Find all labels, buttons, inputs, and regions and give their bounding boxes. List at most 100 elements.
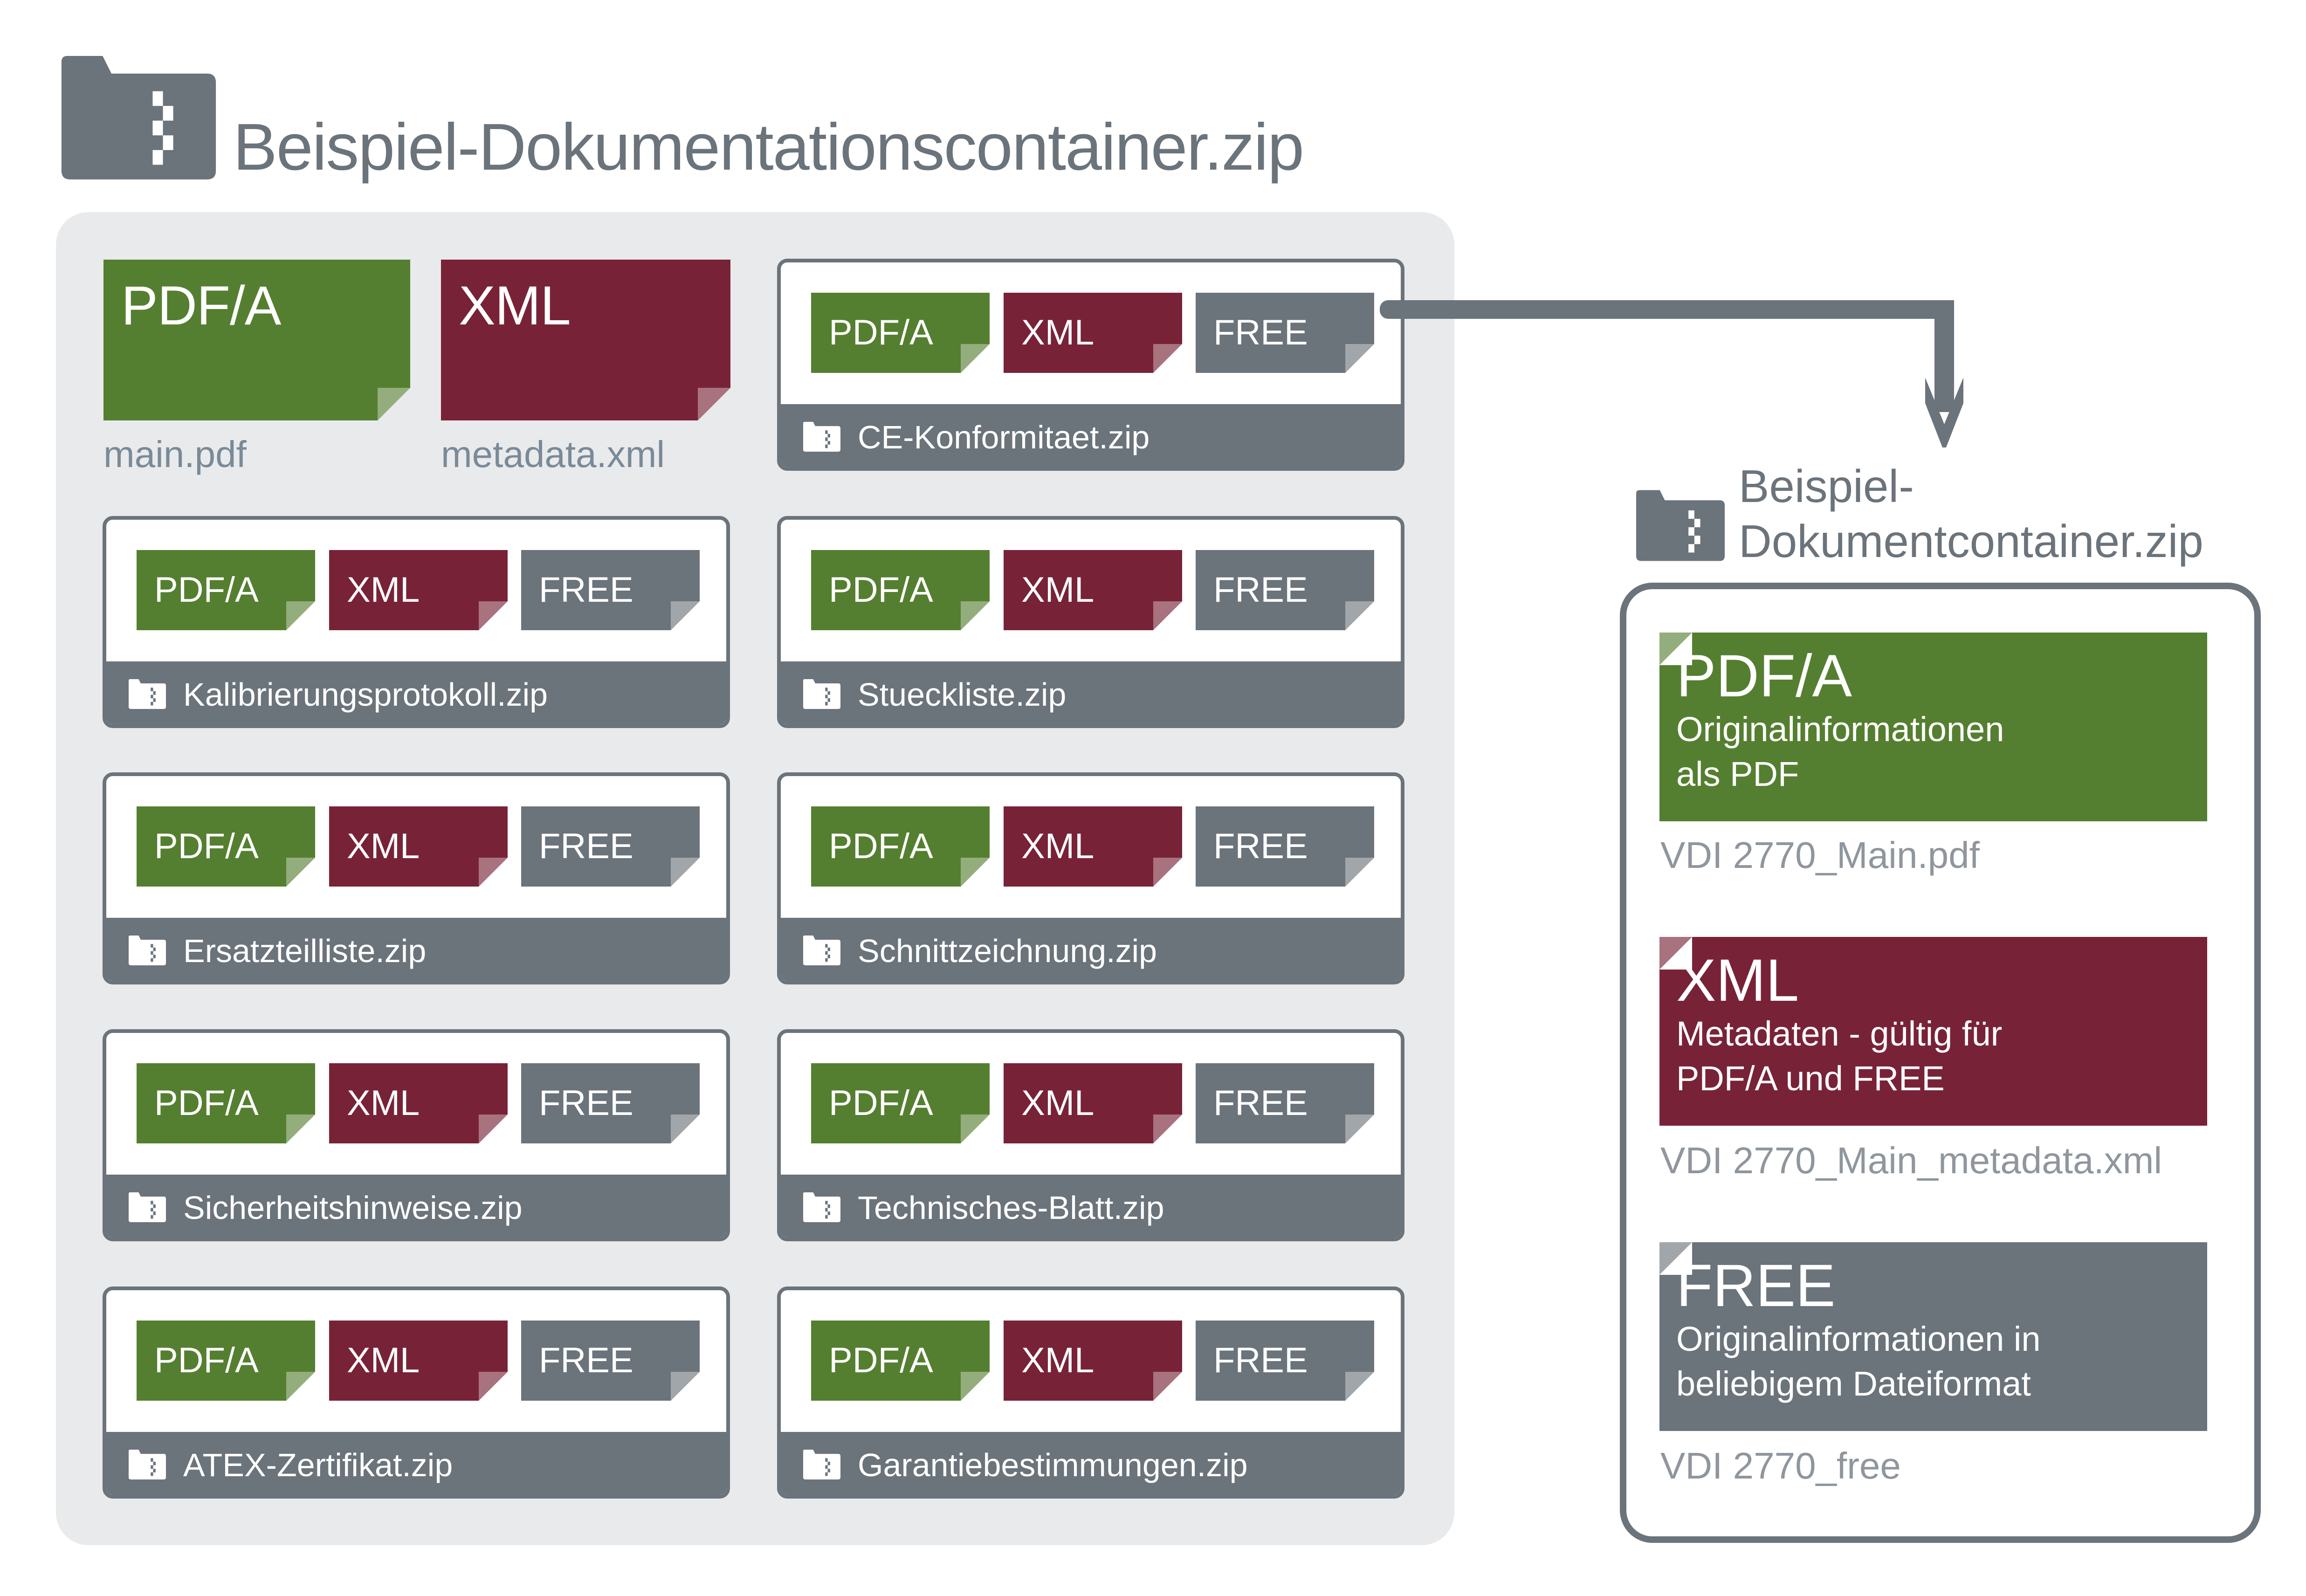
container-title: Beispiel-Dokumentationscontainer.zip [233,110,1304,184]
connector-arrow [1380,300,1963,447]
page-fold-icon [961,344,990,373]
xml-chip[interactable]: XML [1004,806,1182,887]
pdfa-chip[interactable]: PDF/A [811,1063,990,1143]
detail-container-title: Beispiel- Dokumentcontainer.zip [1739,459,2203,569]
xml-chip[interactable]: XML [1004,1063,1182,1143]
detail-xml-filename: VDI 2770_Main_metadata.xml [1660,1140,2162,1181]
zip-card[interactable]: PDF/A XML FREE Technisches-Blatt.zip [777,1029,1404,1241]
zip-card-footer: Schnittzeichnung.zip [781,918,1401,981]
pdfa-chip[interactable]: PDF/A [811,293,990,373]
chip-label: FREE [1213,313,1308,352]
zip-filename: Garantiebestimmungen.zip [858,1447,1248,1483]
doc-type-label: PDF/A [121,275,281,337]
chip-label: XML [1021,826,1094,866]
zip-folder-icon [803,422,840,452]
zip-card-footer: Ersatzteilliste.zip [106,918,726,981]
metadata-xml-filename: metadata.xml [441,433,665,475]
pdfa-chip[interactable]: PDF/A [811,1321,990,1401]
xml-chip[interactable]: XML [1004,293,1182,373]
pdfa-chip[interactable]: PDF/A [137,550,315,630]
chip-label: FREE [539,1341,633,1380]
zip-folder-icon [803,936,840,965]
xml-chip[interactable]: XML [329,1321,508,1401]
detail-pdfa-document[interactable]: PDF/A Originalinformationen als PDF [1659,633,2207,821]
zip-card-footer: Kalibrierungsprotokoll.zip [106,661,726,724]
chip-label: XML [1021,1341,1094,1380]
pdfa-chip[interactable]: PDF/A [137,1321,315,1401]
pdfa-chip[interactable]: PDF/A [137,806,315,887]
page-fold-icon [1345,858,1374,887]
chip-label: FREE [1213,1341,1308,1380]
metadata-xml-document[interactable]: XML [441,260,730,420]
chip-label: FREE [1213,826,1308,866]
detail-free-document[interactable]: FREE Originalinformationen in beliebigem… [1659,1242,2207,1431]
xml-chip[interactable]: XML [329,1063,508,1143]
page-fold-icon [961,1372,990,1401]
page-fold-icon [286,1372,315,1401]
free-chip[interactable]: FREE [521,550,700,630]
free-chip[interactable]: FREE [1196,1063,1374,1143]
chip-label: PDF/A [829,1341,933,1380]
zip-card-footer: Technisches-Blatt.zip [781,1175,1401,1238]
page-fold-icon [1153,1372,1182,1401]
zip-card[interactable]: PDF/A XML FREE Garantiebestimmungen.zip [777,1286,1404,1499]
free-chip[interactable]: FREE [521,1063,700,1143]
page-fold-icon [1345,1114,1374,1143]
page-fold-icon [479,1114,508,1143]
page-fold-icon [479,1372,508,1401]
zip-folder-icon [129,1192,166,1222]
page-fold-icon [1345,344,1374,373]
chip-label: XML [347,1341,420,1380]
page-fold-icon [479,858,508,887]
chip-label: PDF/A [829,1083,933,1123]
free-chip[interactable]: FREE [521,806,700,887]
free-chip[interactable]: FREE [1196,550,1374,630]
chip-label: PDF/A [154,570,259,610]
zip-folder-icon [803,679,840,709]
pdfa-chip[interactable]: PDF/A [137,1063,315,1143]
xml-chip[interactable]: XML [1004,550,1182,630]
doc-type-label: FREE [1676,1252,1836,1319]
zip-card[interactable]: PDF/A XML FREE Schnittzeichnung.zip [777,772,1404,984]
pdfa-chip[interactable]: PDF/A [811,806,990,887]
doc-type-label: XML [459,275,571,337]
zip-folder-icon [61,56,216,179]
zip-filename: Sicherheitshinweise.zip [183,1190,523,1226]
main-pdf-document[interactable]: PDF/A [103,260,410,420]
free-chip[interactable]: FREE [1196,1321,1374,1401]
xml-chip[interactable]: XML [1004,1321,1182,1401]
page-fold-icon [286,601,315,630]
xml-chip[interactable]: XML [329,806,508,887]
page-fold-icon [1659,633,1692,665]
page-fold-icon [961,1114,990,1143]
chip-label: PDF/A [829,826,933,866]
free-chip[interactable]: FREE [1196,293,1374,373]
chip-label: XML [1021,1083,1094,1123]
zip-filename: ATEX-Zertifikat.zip [183,1447,453,1483]
chip-label: FREE [539,570,633,610]
zip-card[interactable]: PDF/A XML FREE Kalibrierungsprotokoll.zip [103,516,730,728]
free-chip[interactable]: FREE [1196,806,1374,887]
main-pdf-filename: main.pdf [103,433,247,475]
page-fold-icon [1345,1372,1374,1401]
pdfa-chip[interactable]: PDF/A [811,550,990,630]
chip-label: XML [347,570,420,610]
free-chip[interactable]: FREE [521,1321,700,1401]
chip-label: PDF/A [154,826,259,866]
zip-filename: Stueckliste.zip [858,676,1067,713]
page-fold-icon [286,858,315,887]
detail-xml-document[interactable]: XML Metadaten - gültig für PDF/A und FRE… [1659,937,2207,1126]
page-fold-icon [1659,1242,1692,1275]
zip-card[interactable]: PDF/A XML FREE ATEX-Zertifikat.zip [103,1286,730,1499]
chip-label: FREE [539,1083,633,1123]
zip-folder-icon [803,1450,840,1479]
xml-chip[interactable]: XML [329,550,508,630]
chip-label: FREE [1213,1083,1308,1123]
chip-label: PDF/A [829,313,933,352]
chip-label: PDF/A [154,1341,259,1380]
zip-filename: Schnittzeichnung.zip [858,933,1157,969]
